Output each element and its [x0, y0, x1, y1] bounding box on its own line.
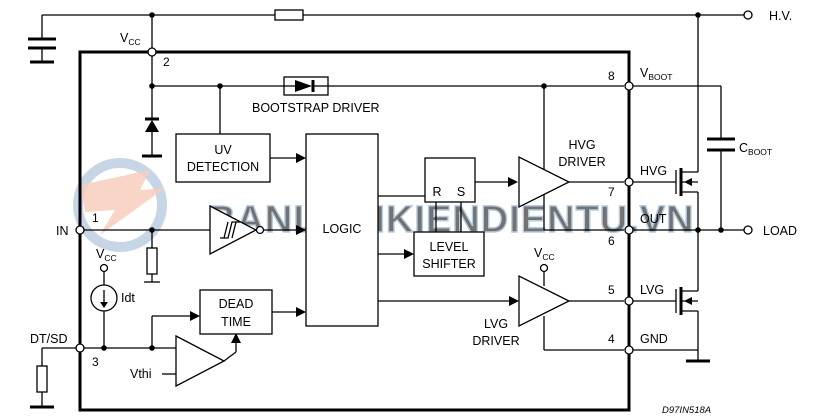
dead-time-label-2: TIME [221, 315, 251, 329]
hv-resistor [274, 9, 304, 21]
vboot-label: VBOOT [640, 66, 672, 82]
level-shifter-label-2: SHIFTER [422, 257, 475, 271]
lvg-driver-label-1: LVG [484, 317, 508, 331]
pin-7-number: 7 [608, 185, 615, 199]
pin-3-number: 3 [92, 355, 99, 369]
idt-label: Idt [121, 291, 135, 305]
bootstrap-capacitor [707, 137, 735, 152]
pin-4-number: 4 [608, 332, 615, 346]
hv-label: H.V. [769, 9, 792, 23]
hvg-driver-label-2: DRIVER [558, 155, 605, 169]
pin-6-number: 6 [608, 234, 615, 248]
gnd-pin-label: GND [640, 332, 668, 346]
dtsd-resistor [36, 365, 48, 393]
pin-1-number: 1 [92, 211, 99, 225]
high-side-mosfet [675, 15, 699, 230]
uv-detection-label-2: DETECTION [187, 160, 259, 174]
watermark: BANLINHKIENDIENTU.VN [73, 158, 695, 252]
hv-rail [28, 9, 753, 64]
dtsd-label: DT/SD [30, 332, 68, 346]
cboot-label: CBOOT [739, 141, 772, 157]
out-pin-label: OUT [640, 212, 667, 226]
bootstrap-diode [283, 76, 329, 96]
level-shifter-label-1: LEVEL [430, 240, 469, 254]
uv-detection-label-1: UV [214, 143, 232, 157]
pin-5-number: 5 [608, 283, 615, 297]
watermark-text: BANLINHKIENDIENTU.VN [208, 199, 695, 241]
load-label: LOAD [763, 224, 797, 238]
vcc-top-label: VCC [120, 31, 141, 47]
lvg-driver-label-2: DRIVER [472, 334, 519, 348]
schmitt-trigger-buffer [209, 204, 265, 256]
current-source-idt [90, 284, 118, 312]
dead-time-block [199, 289, 273, 335]
vthi-label: Vthi [130, 367, 152, 381]
low-side-mosfet [675, 230, 710, 363]
hvg-driver-label-1: HVG [568, 138, 595, 152]
watermark-logo-icon [73, 158, 167, 252]
zener-diode [142, 117, 162, 158]
figure-code: D97IN518A [662, 405, 711, 416]
level-shifter-block [413, 231, 485, 277]
vcc-left-label: VCC [96, 247, 117, 263]
uv-detection-block [175, 133, 271, 183]
rs-latch-block [424, 157, 476, 203]
dead-time-comparator [175, 334, 226, 388]
pin-8-number: 8 [608, 69, 615, 83]
latch-s-label: S [457, 185, 465, 199]
logic-label: LOGIC [323, 222, 362, 236]
input-pulldown-resistor [146, 247, 158, 275]
hvg-pin-label: HVG [640, 164, 667, 178]
latch-r-label: R [432, 185, 441, 199]
vcc-mid-label: VCC [534, 246, 555, 262]
pin-2-number: 2 [163, 55, 170, 69]
bootstrap-driver-label: BOOTSTRAP DRIVER [252, 101, 380, 115]
in-label: IN [56, 224, 69, 238]
dead-time-label-1: DEAD [219, 297, 254, 311]
lvg-pin-label: LVG [640, 283, 664, 297]
logic-block [305, 133, 379, 327]
